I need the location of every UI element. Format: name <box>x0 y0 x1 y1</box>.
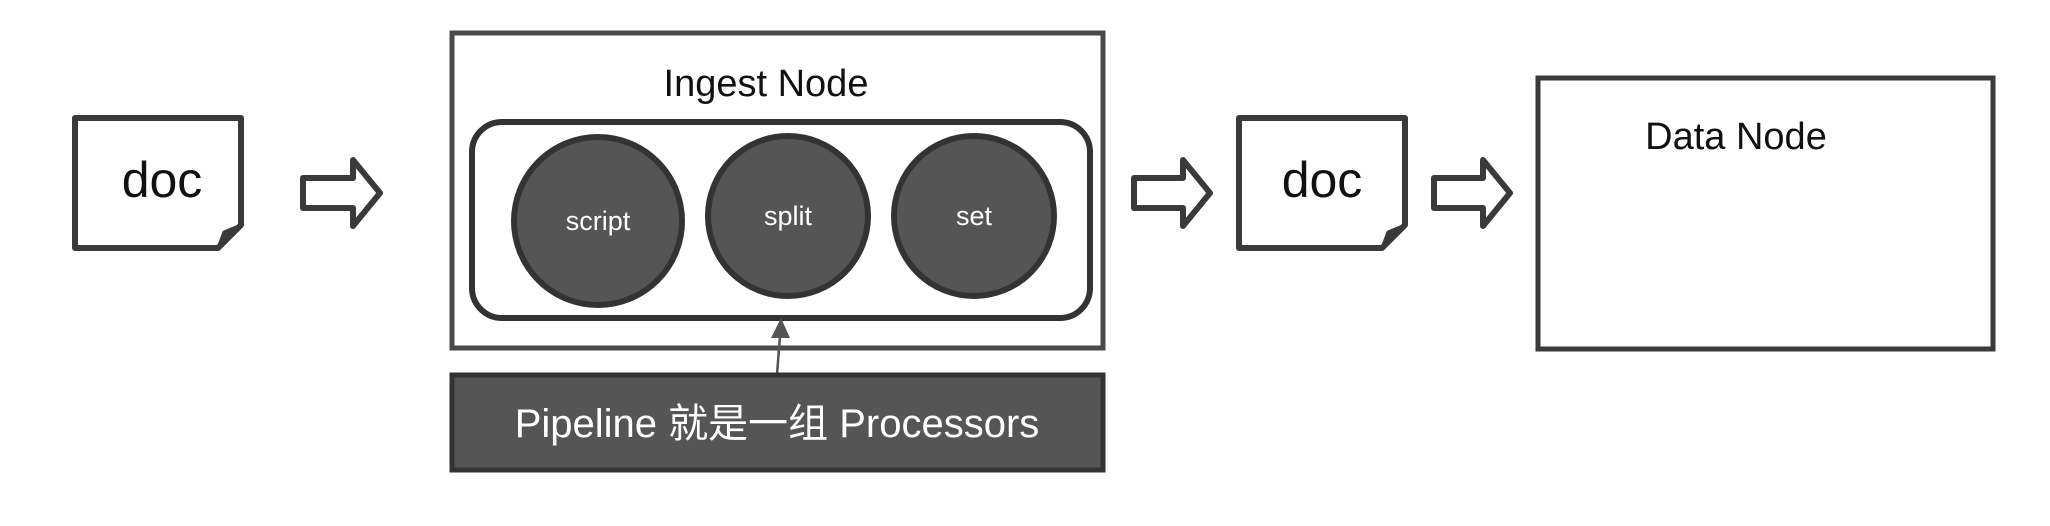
arrow-right-icon-1 <box>300 157 383 229</box>
processor-set-label: set <box>956 201 993 231</box>
data-node-title: Data Node <box>1645 116 1827 158</box>
processor-script-label: script <box>566 206 631 236</box>
ingest-node-title: Ingest Node <box>664 63 869 105</box>
arrow-right-icon-3 <box>1431 157 1513 229</box>
pipeline-label: Pipeline 就是一组 Processors <box>515 402 1040 446</box>
arrow-right-icon-2 <box>1131 157 1213 229</box>
doc-input-label: doc <box>122 152 203 208</box>
data-node-box <box>1535 75 1996 352</box>
processor-split <box>705 133 871 299</box>
arrow-up-icon <box>771 318 790 338</box>
processor-script <box>511 134 685 308</box>
pipeline-connector-line <box>775 335 782 375</box>
doc-output-label: doc <box>1282 152 1363 208</box>
pipeline-box <box>449 372 1106 473</box>
processor-set <box>891 133 1057 299</box>
processor-split-label: split <box>764 201 813 231</box>
doc-input-shape <box>72 115 244 251</box>
doc-output-shape <box>1236 115 1408 251</box>
